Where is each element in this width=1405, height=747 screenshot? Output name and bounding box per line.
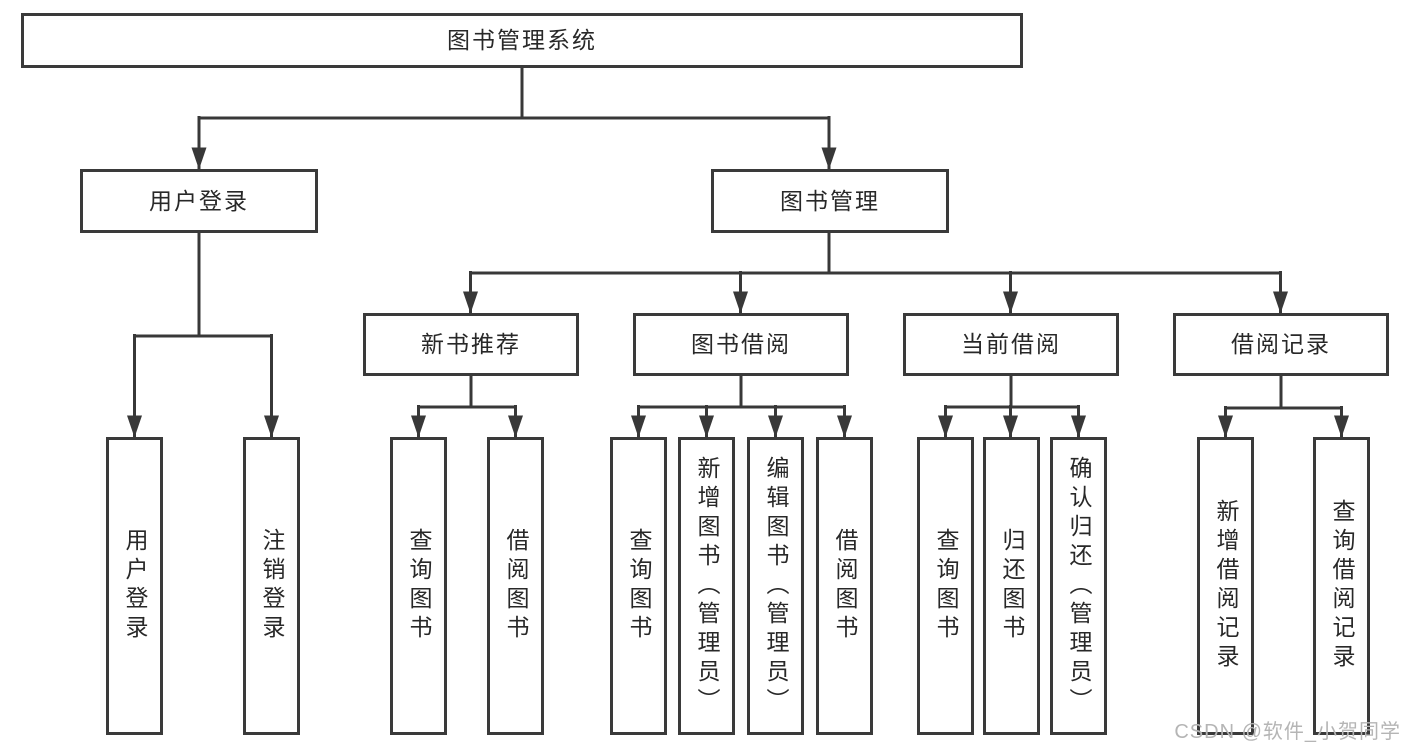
leaf-add-borrow-record-label: 新增借阅记录 xyxy=(1213,499,1239,673)
leaf-logout: 注销登录 xyxy=(243,437,300,735)
leaf-edit-book-admin-label: 编辑图书（管理员） xyxy=(763,455,789,717)
leaf-query-books-2-label: 查询图书 xyxy=(626,528,652,644)
leaf-add-borrow-record: 新增借阅记录 xyxy=(1197,437,1254,735)
leaf-add-book-admin: 新增图书（管理员） xyxy=(678,437,735,735)
csdn-watermark: CSDN @软件_小贺同学 xyxy=(1174,721,1401,743)
node-user-login-label: 用户登录 xyxy=(149,187,249,214)
node-book-borrowing-label: 图书借阅 xyxy=(691,331,791,357)
leaf-confirm-return-admin-label: 确认归还（管理员） xyxy=(1066,455,1092,717)
leaf-borrow-books-2-label: 借阅图书 xyxy=(832,528,858,644)
leaf-query-books-3: 查询图书 xyxy=(917,437,974,735)
leaf-query-borrow-record-label: 查询借阅记录 xyxy=(1329,499,1355,673)
leaf-logout-label: 注销登录 xyxy=(259,528,285,644)
node-borrow-records: 借阅记录 xyxy=(1173,313,1389,376)
leaf-borrow-books-1-label: 借阅图书 xyxy=(503,528,529,644)
leaf-user-login: 用户登录 xyxy=(106,437,163,735)
node-root-label: 图书管理系统 xyxy=(447,27,597,53)
leaf-edit-book-admin: 编辑图书（管理员） xyxy=(747,437,804,735)
node-borrow-records-label: 借阅记录 xyxy=(1231,331,1331,357)
leaf-return-book-label: 归还图书 xyxy=(999,528,1025,644)
node-root-system: 图书管理系统 xyxy=(21,13,1023,68)
node-new-book-recommend-label: 新书推荐 xyxy=(421,331,521,357)
node-new-book-recommend: 新书推荐 xyxy=(363,313,579,376)
leaf-borrow-books-2: 借阅图书 xyxy=(816,437,873,735)
leaf-query-borrow-record: 查询借阅记录 xyxy=(1313,437,1370,735)
node-current-borrowing: 当前借阅 xyxy=(903,313,1119,376)
leaf-confirm-return-admin: 确认归还（管理员） xyxy=(1050,437,1107,735)
leaf-borrow-books-1: 借阅图书 xyxy=(487,437,544,735)
node-current-borrowing-label: 当前借阅 xyxy=(961,331,1061,357)
leaf-add-book-admin-label: 新增图书（管理员） xyxy=(694,455,720,717)
node-user-login: 用户登录 xyxy=(80,169,318,233)
node-book-borrowing: 图书借阅 xyxy=(633,313,849,376)
leaf-query-books-2: 查询图书 xyxy=(610,437,667,735)
leaf-return-book: 归还图书 xyxy=(983,437,1040,735)
leaf-query-books-1: 查询图书 xyxy=(390,437,447,735)
leaf-query-books-1-label: 查询图书 xyxy=(406,528,432,644)
node-book-management: 图书管理 xyxy=(711,169,949,233)
leaf-user-login-label: 用户登录 xyxy=(122,528,148,644)
node-book-management-label: 图书管理 xyxy=(780,187,880,214)
leaf-query-books-3-label: 查询图书 xyxy=(933,528,959,644)
